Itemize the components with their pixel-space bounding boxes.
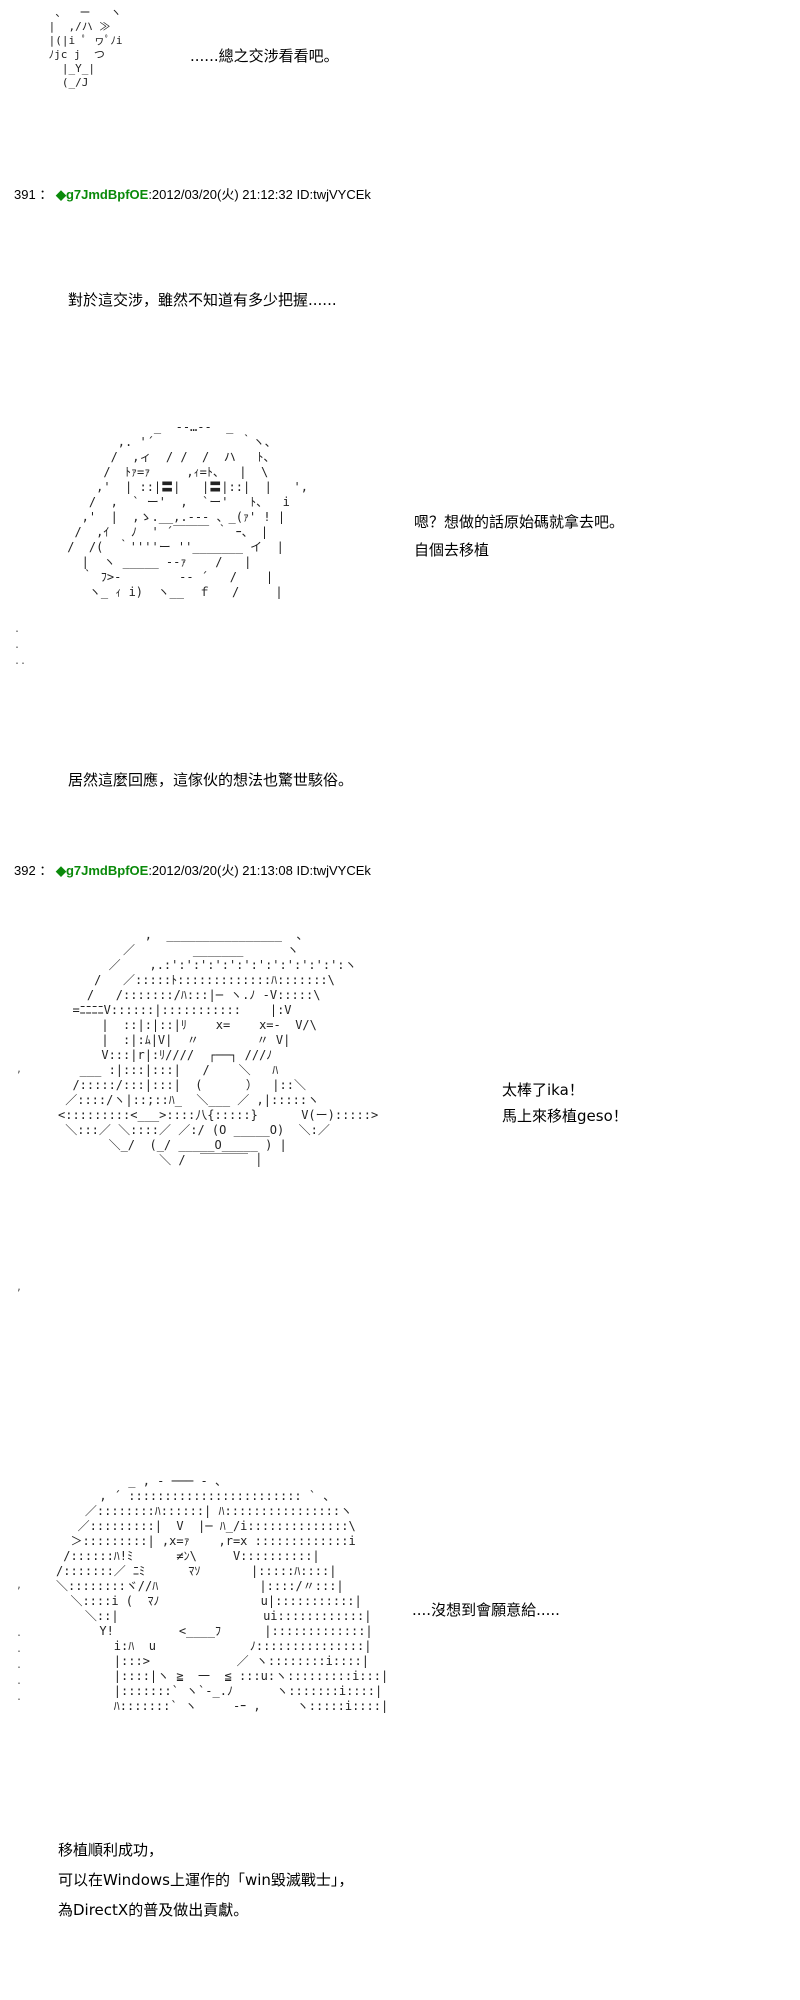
post-trip[interactable]: ◆g7JmdBpfOE [55, 187, 149, 202]
margin-dots-2: , [16, 1064, 23, 1075]
post-separator: ： [39, 863, 53, 878]
intro-line: ......總之交涉看看吧。 [190, 47, 339, 65]
post-separator: ： [39, 187, 53, 202]
post-meta: :2012/03/20(火) 21:13:08 ID:twjVYCEk [148, 863, 371, 878]
post-number: 391 [14, 187, 36, 202]
post-trip[interactable]: ◆g7JmdBpfOE [55, 863, 149, 878]
post-header-392: 392 ： ◆g7JmdBpfOE:2012/03/20(火) 21:13:08… [14, 862, 371, 880]
post-392-line-1: 太棒了ika！ [502, 1081, 584, 1099]
margin-dots-3: , [16, 1282, 23, 1293]
post-392-line-4: 移植順利成功， [58, 1841, 164, 1859]
post-391-line-2: 嗯？想做的話原始碼就拿去吧。 [414, 513, 625, 531]
post-391-line-4: 居然這麼回應，這傢伙的想法也驚世駭俗。 [68, 771, 354, 789]
post-391-line-3: 自個去移植 [414, 541, 490, 559]
ascii-art-face: _ -‐…‐- _ ,. '´ ｀ヽ、 / ,ィ / / / ハ ﾄ、 / ﾄｧ… [67, 420, 308, 599]
post-392-line-2: 馬上來移植geso！ [502, 1107, 628, 1125]
post-391-line-1: 對於這交涉，雖然不知道有多少把握...... [68, 291, 337, 309]
ascii-art-top: 、 ー ヽ | ,/ハ ≫ |(|i ﾟ ヮﾟﾉi ﾉjc j つ |_Y_| … [48, 6, 123, 89]
ascii-art-girl: _ , - ─── - 、 , ´ ::::::::::::::::::::::… [56, 1474, 389, 1713]
post-392-line-5: 可以在Windows上運作的「win毀滅戰士」， [58, 1871, 354, 1889]
post-meta: :2012/03/20(火) 21:12:32 ID:twjVYCEk [148, 187, 371, 202]
post-392-line-3: ....沒想到會願意給..... [412, 1601, 560, 1619]
margin-dots-1: . . .. [14, 624, 27, 667]
post-number: 392 [14, 863, 36, 878]
post-392-line-6: 為DirectX的普及做出貢獻。 [58, 1901, 249, 1919]
margin-dots-4: , . . . . . [16, 1580, 23, 1703]
post-header-391: 391 ： ◆g7JmdBpfOE:2012/03/20(火) 21:12:32… [14, 186, 371, 204]
ascii-art-squid: , ________________ 、 ／ _______ ヽ ／ ,.:':… [58, 928, 379, 1167]
